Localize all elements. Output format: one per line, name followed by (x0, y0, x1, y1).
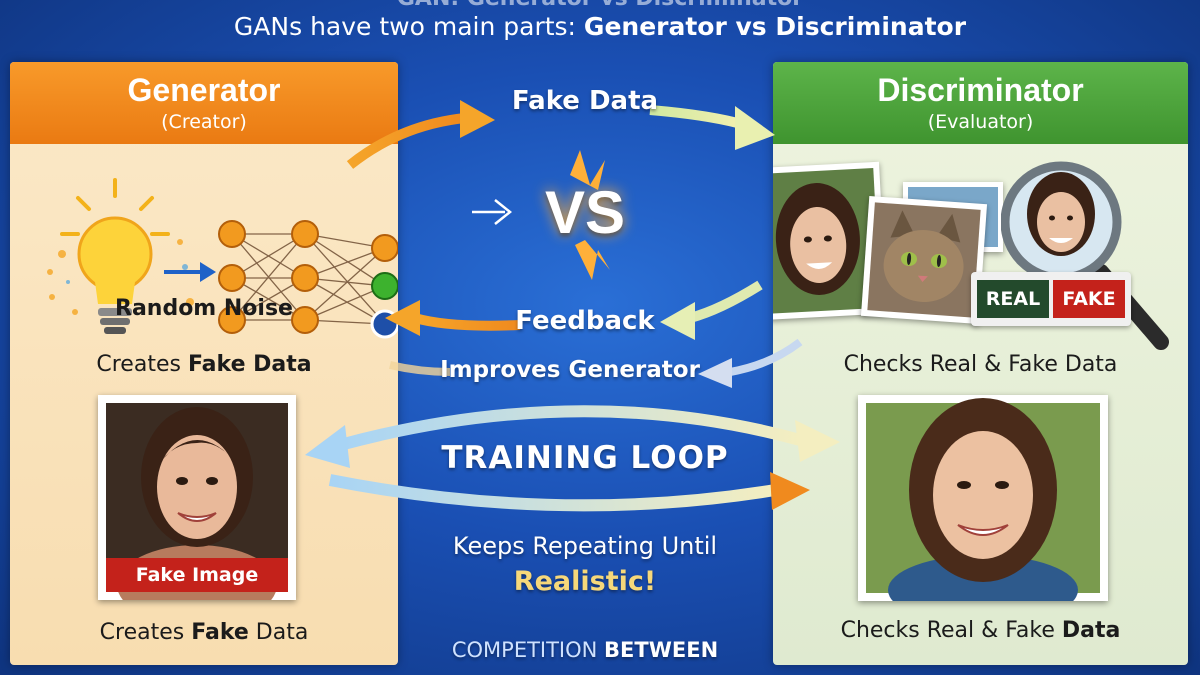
arrow-improves-head (698, 358, 732, 388)
generator-panel: Generator (Creator) (10, 62, 398, 665)
loop-bottom-arrow (328, 474, 776, 512)
arrow-from-discriminator (688, 280, 763, 323)
loop-top-arrow (338, 405, 802, 451)
cat-portrait (867, 202, 981, 318)
bottom-prefix: Creates (99, 620, 192, 645)
bottom-bold: Fake (191, 620, 249, 645)
creates-fake-data-label: Creates Fake Data (10, 352, 398, 377)
competition-bold: BETWEEN (604, 638, 719, 662)
discriminator-header: Discriminator (Evaluator) (773, 62, 1188, 144)
checks-bottom-bold: Data (1061, 618, 1121, 643)
discriminator-subtitle: (Evaluator) (927, 111, 1034, 133)
loop-top-right-head (795, 420, 840, 462)
real-face-photo (773, 161, 887, 321)
lightbulb-icon (47, 178, 194, 334)
subtitle: GANs have two main parts: Generator vs D… (0, 12, 1200, 41)
competition-label: COMPETITION BETWEEN (420, 638, 750, 662)
vs-label: VS (545, 179, 626, 246)
keeps-repeating-label: Keeps Repeating Until (452, 532, 718, 560)
checks-bottom: Checks Real & Fake Data (773, 618, 1188, 643)
arrow-fake-to-discriminator-head (735, 106, 775, 150)
header-cut-line: GAN: Generator vs Discriminator (0, 0, 1200, 11)
generator-subtitle: (Creator) (161, 111, 247, 133)
fake-image-photo: Fake Image (98, 395, 296, 625)
arrow-improves (729, 338, 803, 376)
arrow-to-fake-data (346, 113, 466, 169)
creates-bold: Fake Data (187, 352, 312, 377)
cat-photo (860, 196, 988, 324)
generator-header: Generator (Creator) (10, 62, 398, 144)
creates-fake-data-bottom: Creates Fake Data (10, 620, 398, 645)
fake-data-label: Fake Data (511, 86, 659, 116)
feedback-label: Feedback (515, 306, 655, 336)
checks-bottom-prefix: Checks Real & Fake (840, 618, 1062, 643)
face-portrait (773, 168, 881, 314)
loop-bottom-head (770, 472, 810, 510)
bottom-suffix: Data (248, 620, 309, 645)
realistic-label: Realistic! (513, 566, 657, 597)
loop-top-left-head (305, 425, 350, 468)
output-arrow-icon (472, 199, 513, 225)
arrow-feedback (413, 313, 521, 331)
real-fake-badges: REAL FAKE (971, 272, 1131, 326)
checks-label: Checks Real & Fake Data (843, 352, 1118, 377)
training-loop-label: TRAINING LOOP (441, 440, 729, 476)
generator-title: Generator (127, 72, 281, 108)
arrow-feedback-head (385, 300, 420, 336)
arrow-to-fake-data-head (460, 100, 495, 138)
input-arrow-icon (164, 262, 216, 282)
magnifier-icon (1001, 161, 1169, 350)
subtitle-bold: Generator vs Discriminator (583, 12, 967, 41)
header: GAN: Generator vs Discriminator GANs hav… (0, 0, 1200, 56)
competition-prefix: COMPETITION (451, 638, 605, 662)
subtitle-prefix: GANs have two main parts: (233, 12, 584, 41)
creates-prefix: Creates (96, 352, 188, 377)
improves-generator-label: Improves Generator (440, 357, 700, 383)
random-noise-label: Random Noise (115, 296, 293, 321)
arrow-from-discriminator-head (660, 302, 695, 340)
fake-badge: FAKE (1053, 280, 1125, 318)
real-badge: REAL (977, 280, 1049, 318)
spark-icon (570, 150, 610, 280)
arrow-improves-left (389, 361, 451, 376)
fake-image-label: Fake Image (106, 558, 288, 592)
discriminator-panel: Discriminator (Evaluator) (773, 62, 1188, 665)
neural-network-icon (218, 220, 398, 339)
discriminator-title: Discriminator (877, 72, 1084, 108)
